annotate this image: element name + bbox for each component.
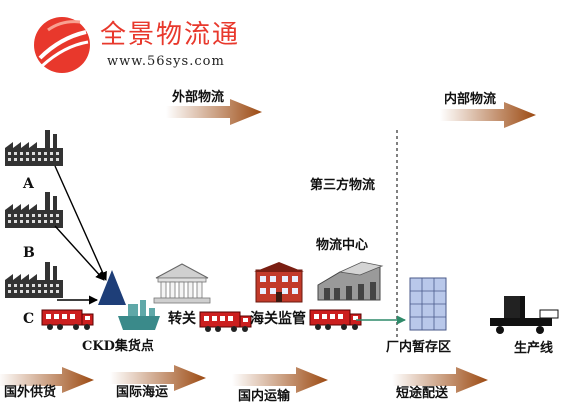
logo-url-link[interactable]: www.56sys.com [107,54,225,69]
supplier-a-factory-icon [5,130,63,166]
supplier-a-flow-line [54,165,107,281]
supplier-b-factory-icon [5,192,63,228]
ckd-hub-icon [98,270,126,305]
transfer-label: 转关 [168,311,196,327]
logistics-center-icon [317,261,384,301]
truck-icon [199,311,252,333]
supplier-b-label: B [23,245,35,261]
warehouse-storage-icon [409,277,447,331]
supervision-building-icon [254,262,304,303]
truck-icon [41,309,94,331]
customs-building-icon [153,263,211,304]
ckd-hub-label: CKD集货点 [82,339,154,354]
supplier-c-label: C [23,311,35,327]
warehouse-label: 厂内暂存区 [386,340,452,355]
ship-icon [118,300,160,330]
logo-brand-text: 全景物流通 [100,20,241,50]
third-party-logistics-label: 第三方物流 [310,178,376,193]
domestic-transport-label: 国内运输 [238,389,291,404]
short-delivery-label: 短途配送 [396,386,449,401]
supplier-b-flow-line [54,225,105,281]
logistics-center-label: 物流中心 [316,238,369,253]
external-logistics-label: 外部物流 [172,90,225,105]
internal-logistics-label: 内部物流 [444,92,497,107]
logo-mark-icon [34,17,90,73]
production-line-icon [490,296,559,334]
customs-supervision-label: 海关监管 [250,311,306,327]
overseas-supply-label: 国外供货 [4,385,57,400]
supplier-c-factory-icon [5,262,63,298]
ocean-shipping-label: 国际海运 [116,385,169,400]
production-line-label: 生产线 [514,341,554,356]
supplier-a-label: A [23,176,34,192]
truck-icon [309,309,362,331]
